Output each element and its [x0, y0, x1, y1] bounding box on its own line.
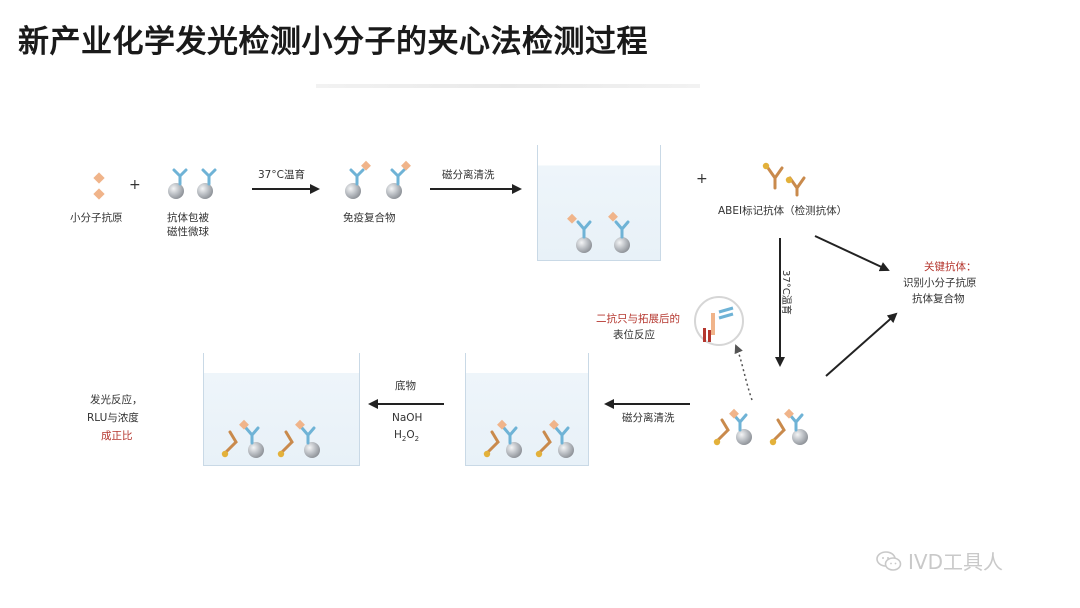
antibody-bead-icon [168, 168, 217, 199]
label-secondary-1: 二抗只与拓展后的 [596, 313, 680, 325]
label-wash-2: 磁分离清洗 [622, 412, 675, 424]
watermark-text: IVD工具人 [908, 550, 1003, 574]
label-wash-1: 磁分离清洗 [442, 169, 495, 181]
small-antigen-icon [93, 172, 105, 200]
label-light-3: 成正比 [101, 430, 133, 442]
label-antibody-beads-2: 磁性微球 [167, 226, 209, 238]
label-immune-complex: 免疫复合物 [343, 212, 396, 224]
dotted-arrow [734, 344, 753, 401]
label-abei-antibody: ABEI标记抗体（检测抗体） [718, 205, 848, 217]
label-substrate: 底物 [395, 380, 416, 392]
arrow-to-key-1 [814, 235, 890, 272]
watermark: IVD工具人 [876, 546, 1003, 575]
reaction-well-1 [537, 145, 661, 261]
wechat-icon [876, 550, 902, 571]
well-3-complexes [221, 419, 320, 458]
well-1-complexes [567, 211, 630, 253]
label-secondary-2: 表位反应 [613, 329, 655, 341]
plus-sign-1: + [129, 177, 141, 193]
label-incubate-2: 37°C温育 [780, 270, 791, 315]
well-2-complexes [483, 419, 574, 458]
label-key-antibody: 关键抗体： [924, 261, 977, 273]
label-light-1: 发光反应， [90, 394, 143, 406]
plus-sign-2: + [696, 171, 708, 187]
label-naoh: NaOH [392, 412, 423, 424]
sandwich-complex-icon [713, 408, 808, 446]
label-antibody-beads-1: 抗体包被 [167, 212, 209, 224]
label-h2o2: H2O2 [394, 429, 420, 444]
label-incubate-1: 37°C温育 [258, 169, 305, 181]
page-title: 新产业化学发光检测小分子的夹心法检测过程 [18, 24, 648, 60]
epitope-magnifier-icon [694, 296, 744, 346]
label-key-line3: 抗体复合物 [912, 293, 965, 305]
abei-antibody-icon [762, 162, 806, 197]
label-key-line2: 识别小分子抗原 [903, 277, 977, 289]
label-light-2: RLU与浓度 [87, 412, 139, 424]
label-small-antigen: 小分子抗原 [70, 212, 123, 224]
faint-divider [316, 84, 700, 88]
arrow-to-key-2 [825, 312, 898, 377]
immune-complex-icon [345, 160, 411, 199]
